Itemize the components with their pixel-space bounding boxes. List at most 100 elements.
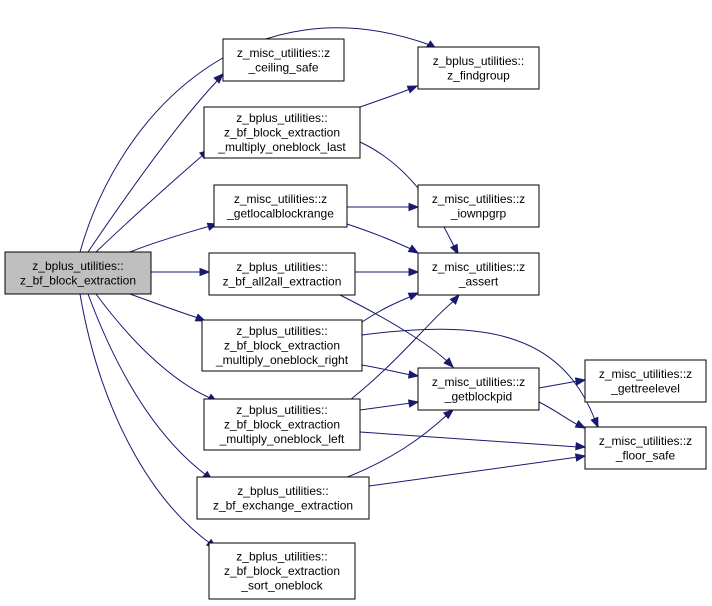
node-label-line: z_bplus_utilities:: [32, 259, 123, 273]
node-label-line: z_misc_utilities::z [432, 192, 525, 206]
node-label-line: _iownpgrp [450, 206, 507, 220]
arrowhead [449, 243, 459, 256]
arrowhead [213, 73, 224, 84]
node-box [203, 106, 361, 159]
call-edge [368, 456, 579, 487]
node-iownpgrp[interactable]: z_misc_utilities::z_iownpgrp [417, 184, 540, 228]
node-box [201, 319, 363, 372]
arrowhead [574, 453, 587, 462]
node-label-line: _getblockpid [444, 389, 512, 403]
node-label-line: _ceiling_safe [247, 60, 318, 74]
arrowhead [443, 357, 454, 368]
node-label-line: z_bf_block_extraction [20, 273, 136, 287]
arrowhead [590, 416, 599, 429]
node-label-line: z_bplus_utilities:: [433, 54, 524, 68]
node-assert[interactable]: z_misc_utilities::z_assert [417, 252, 540, 296]
node-box [203, 398, 361, 451]
call-edge [538, 401, 579, 426]
node-label-line: z_findgroup [447, 68, 510, 82]
node-label-line: z_misc_utilities::z [432, 375, 525, 389]
node-label-line: z_bf_block_extraction [224, 339, 340, 353]
call-edge [359, 402, 412, 411]
node-box [208, 542, 356, 600]
node-box [417, 184, 540, 228]
node-findgroup[interactable]: z_bplus_utilities::z_findgroup [417, 46, 540, 90]
node-box [417, 46, 540, 90]
call-edge [359, 431, 579, 448]
call-edge [79, 293, 212, 545]
call-edge [79, 27, 431, 253]
call-edge [129, 225, 211, 253]
node-box [208, 252, 356, 296]
node-box [213, 184, 348, 228]
node-box [196, 476, 370, 520]
arrowhead [408, 202, 420, 212]
node-label-line: _multiply_oneblock_right [215, 353, 349, 367]
node-box [417, 367, 540, 411]
node-sort-oneblock[interactable]: z_bplus_utilities::z_bf_block_extraction… [208, 542, 356, 600]
node-box [584, 426, 707, 470]
arrowhead [408, 267, 420, 277]
node-mult-right[interactable]: z_bplus_utilities::z_bf_block_extraction… [201, 319, 363, 372]
node-label-line: _gettreelevel [610, 381, 680, 395]
arrowhead [442, 409, 455, 420]
call-edge [95, 154, 204, 253]
arrowhead [407, 399, 420, 408]
node-exchange[interactable]: z_bplus_utilities::z_bf_exchange_extract… [196, 476, 370, 520]
node-label-line: z_bplus_utilities:: [236, 550, 327, 564]
node-label-line: z_bf_block_extraction [224, 418, 340, 432]
node-label-line: z_bplus_utilities:: [236, 403, 327, 417]
arrowhead [199, 267, 211, 277]
call-edge [339, 294, 449, 363]
arrowhead [574, 377, 587, 386]
node-label-line: z_bf_block_extraction [224, 126, 340, 140]
call-edge [361, 328, 596, 421]
node-getblockpid[interactable]: z_misc_utilities::z_getblockpid [417, 367, 540, 411]
call-edge [95, 293, 211, 399]
call-edge [349, 299, 456, 401]
node-gettreelevel[interactable]: z_misc_utilities::z_gettreelevel [584, 359, 707, 403]
node-label-line: _getlocalblockrange [226, 206, 334, 220]
node-label-line: _multiply_oneblock_last [217, 140, 346, 154]
node-label-line: z_misc_utilities::z [237, 46, 330, 60]
call-edge [361, 295, 413, 323]
node-box [417, 252, 540, 296]
node-label-line: z_bf_all2all_extraction [223, 274, 342, 288]
node-getlocal[interactable]: z_misc_utilities::z_getlocalblockrange [213, 184, 348, 228]
call-edge [538, 380, 579, 389]
node-label-line: z_misc_utilities::z [599, 367, 692, 381]
node-label-line: z_bplus_utilities:: [236, 111, 327, 125]
node-label-line: _sort_oneblock [240, 579, 323, 593]
node-label-line: z_misc_utilities::z [234, 192, 327, 206]
arrowhead [407, 244, 420, 254]
node-floor-safe[interactable]: z_misc_utilities::z_floor_safe [584, 426, 707, 470]
node-box [584, 359, 707, 403]
node-label-line: z_bplus_utilities:: [236, 260, 327, 274]
node-label-line: _multiply_oneblock_left [219, 432, 345, 446]
node-root[interactable]: z_bplus_utilities::z_bf_block_extraction [4, 251, 152, 295]
call-edge [359, 88, 411, 108]
arrowhead [407, 292, 420, 301]
arrowhead [574, 419, 587, 429]
node-mult-left[interactable]: z_bplus_utilities::z_bf_block_extraction… [203, 398, 361, 451]
node-mult-last[interactable]: z_bplus_utilities::z_bf_block_extraction… [203, 106, 361, 159]
call-edge [346, 223, 412, 250]
arrowhead [575, 441, 587, 451]
node-all2all[interactable]: z_bplus_utilities::z_bf_all2all_extracti… [208, 252, 356, 296]
node-label-line: z_bf_block_extraction [224, 564, 340, 578]
node-label-line: _floor_safe [615, 448, 676, 462]
call-edge [129, 293, 199, 319]
node-label-line: z_misc_utilities::z [599, 434, 692, 448]
call-edge [344, 413, 449, 479]
call-edge [87, 79, 219, 253]
arrowhead [406, 85, 419, 94]
node-label-line: _assert [458, 274, 499, 288]
arrowhead [194, 313, 207, 322]
node-box [222, 38, 345, 82]
node-label-line: z_bf_exchange_extraction [213, 498, 353, 512]
node-label-line: z_bplus_utilities:: [237, 484, 328, 498]
node-box [4, 251, 152, 295]
node-ceiling-safe[interactable]: z_misc_utilities::z_ceiling_safe [222, 38, 345, 82]
node-label-line: z_bplus_utilities:: [236, 324, 327, 338]
